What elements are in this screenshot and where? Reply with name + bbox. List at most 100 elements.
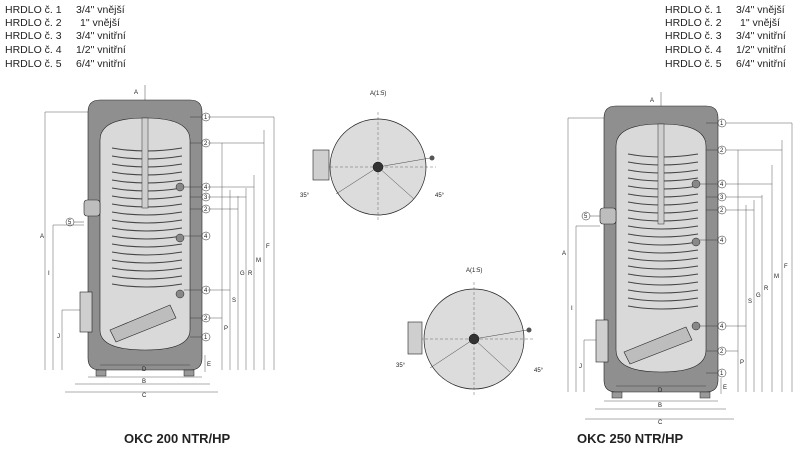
dim-left-i: I xyxy=(48,271,50,277)
top-view-lower-label: A(1:5) xyxy=(466,268,482,274)
legend-left-label-4: HRDLO č. 4 xyxy=(5,44,62,56)
dim-right-m: M xyxy=(774,274,779,280)
dim-right-p: P xyxy=(740,360,744,366)
tank-left-well-3 xyxy=(175,289,185,299)
legend-right-value-4: 1/2" vnitřní xyxy=(736,44,786,56)
tank-right-dims-left: A I J xyxy=(562,117,604,392)
tank-right-well-2 xyxy=(691,237,701,247)
callout-right-4b-text: 4 xyxy=(720,238,724,244)
tank-right-callouts: 1 2 4 3 2 4 4 2 1 5 xyxy=(581,118,727,378)
title-right: OKC 250 NTR/HP xyxy=(577,431,684,446)
legend-right-label-3: HRDLO č. 3 xyxy=(665,30,722,42)
top-view-lower-port xyxy=(526,327,532,333)
dim-right-a: A xyxy=(562,251,566,257)
callout-right-4b xyxy=(717,235,727,245)
legend-left-value-4: 1/2" vnitřní xyxy=(76,44,126,56)
callout-left-2-text: 2 xyxy=(204,141,208,147)
dim-right-j: J xyxy=(579,364,582,370)
dim-left-p: P xyxy=(224,326,228,332)
callout-right-3-text: 3 xyxy=(720,195,724,201)
top-view-upper-flange xyxy=(312,149,330,181)
tank-left-foot-1 xyxy=(95,369,107,377)
top-view-lower-flange xyxy=(407,321,423,355)
tank-right-anode xyxy=(657,123,665,225)
legend-left: HRDLO č. 1 3/4" vnější HRDLO č. 2 1" vně… xyxy=(5,4,126,70)
callout-right-1b xyxy=(717,368,727,378)
callout-left-4b xyxy=(201,231,211,241)
callout-right-4c-text: 4 xyxy=(720,324,724,330)
legend-left-label-2: HRDLO č. 2 xyxy=(5,17,62,29)
legend-right-label-4: HRDLO č. 4 xyxy=(665,44,722,56)
tank-left-section-a: A xyxy=(134,90,138,96)
tank-right-foot-2 xyxy=(699,391,711,399)
tank-right-dims-bottom: D B C E xyxy=(585,378,734,426)
dim-right-f: F xyxy=(784,264,788,270)
tank-right-foot-1 xyxy=(611,391,623,399)
callout-right-4a-text: 4 xyxy=(720,182,724,188)
callout-left-1b xyxy=(201,332,211,342)
callout-left-1b-text: 1 xyxy=(204,335,208,341)
top-view-lower-angle-b: 45° xyxy=(534,368,544,374)
legend-right-value-3: 3/4" vnitřní xyxy=(736,30,786,42)
legend-left-label-3: HRDLO č. 3 xyxy=(5,30,62,42)
tank-right: A 1 2 4 3 2 4 4 2 xyxy=(562,92,793,426)
tank-right-heater xyxy=(623,326,693,365)
callout-right-1b-text: 1 xyxy=(720,371,724,377)
tank-right-dims-right: P S G R M F xyxy=(726,122,793,392)
dim-right-i: I xyxy=(571,306,573,312)
tank-left-callouts: 1 2 4 3 2 4 4 2 1 5 xyxy=(65,112,211,342)
tank-left-port-5 xyxy=(83,199,101,217)
tank-right-vessel xyxy=(615,123,707,373)
tank-left-anode xyxy=(141,117,149,209)
tank-left-flange xyxy=(79,291,93,333)
legend-right-label-5: HRDLO č. 5 xyxy=(665,58,722,70)
dim-left-j: J xyxy=(57,334,60,340)
tank-left-well-1 xyxy=(175,182,185,192)
legend-right-label-1: HRDLO č. 1 xyxy=(665,4,722,16)
legend-left-label-5: HRDLO č. 5 xyxy=(5,58,62,70)
callout-right-2-text: 2 xyxy=(720,148,724,154)
callout-left-2c-text: 2 xyxy=(204,316,208,322)
tank-left-dims-left: A I J xyxy=(40,111,88,370)
callout-right-2b-text: 2 xyxy=(720,208,724,214)
legend-right: HRDLO č. 1 3/4" vnější HRDLO č. 2 1" vně… xyxy=(665,4,786,70)
callout-right-1-text: 1 xyxy=(720,121,724,127)
legend-left-value-5: 6/4" vnitřní xyxy=(76,58,126,70)
top-view-upper-label: A(1:5) xyxy=(370,91,386,97)
top-view-lower-angle-a: 35° xyxy=(396,363,406,369)
dim-right-b: B xyxy=(658,403,662,409)
legend-right-value-1: 3/4" vnější xyxy=(736,4,785,16)
dim-left-c: C xyxy=(142,393,147,399)
tank-right-well-3 xyxy=(691,321,701,331)
tank-right-well-1 xyxy=(691,179,701,189)
tank-left-vessel xyxy=(99,117,191,351)
title-left: OKC 200 NTR/HP xyxy=(124,431,231,446)
callout-right-5-text: 5 xyxy=(584,214,588,220)
dim-right-c: C xyxy=(658,420,663,426)
callout-left-4a-text: 4 xyxy=(204,185,208,191)
tank-left-foot-2 xyxy=(183,369,195,377)
callout-left-4c-text: 4 xyxy=(204,288,208,294)
tank-left: A 1 2 4 3 2 4 4 2 xyxy=(40,85,275,399)
callout-left-1-text: 1 xyxy=(204,115,208,121)
dim-left-m: M xyxy=(256,258,261,264)
dim-right-e: E xyxy=(723,385,727,391)
legend-left-value-3: 3/4" vnitřní xyxy=(76,30,126,42)
tank-left-well-2 xyxy=(175,233,185,243)
tank-left-dims-right: P S G R M F xyxy=(208,116,275,370)
top-view-lower: A(1:5) 35° 45° xyxy=(396,268,544,395)
tank-left-dims-bottom: D B C E xyxy=(65,355,218,399)
dim-right-r: R xyxy=(764,286,769,292)
callout-right-2c-text: 2 xyxy=(720,349,724,355)
legend-right-value-5: 6/4" vnitřní xyxy=(736,58,786,70)
legend-right-value-2: 1" vnější xyxy=(740,17,780,29)
tank-left-heater xyxy=(109,304,177,343)
callout-left-5-text: 5 xyxy=(68,220,72,226)
legend-left-label-1: HRDLO č. 1 xyxy=(5,4,62,16)
tank-right-flange xyxy=(595,319,609,363)
top-view-upper-angle-a: 35° xyxy=(300,193,310,199)
dim-right-g: G xyxy=(756,293,761,299)
dim-left-a: A xyxy=(40,234,44,240)
tank-right-section-a: A xyxy=(650,98,654,104)
